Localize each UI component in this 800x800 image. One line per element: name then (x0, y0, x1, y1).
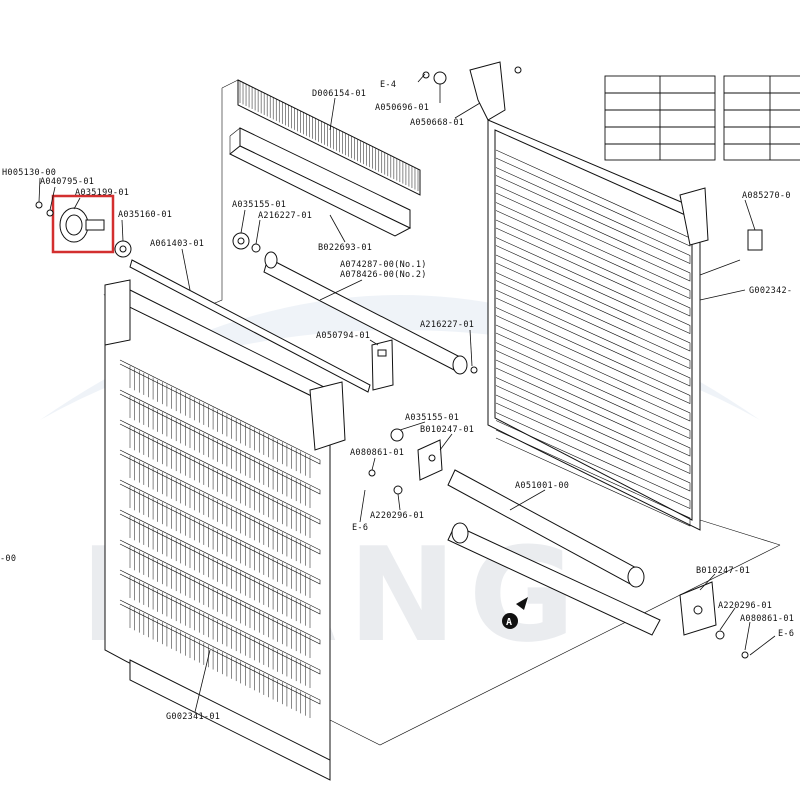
marker-a: A (502, 597, 528, 629)
label-a061403: A061403-01 (150, 239, 204, 249)
frame-slat (495, 289, 691, 387)
label-e6-right: E-6 (778, 629, 794, 639)
label-e6-mid: E-6 (352, 523, 368, 533)
bracket-a050794 (371, 339, 394, 391)
top-grill-d006154 (237, 79, 421, 196)
label-a078426: A078426-00(No.2) (340, 270, 427, 280)
label-a216227-right: A216227-01 (420, 320, 474, 330)
label-g002341: G002341-01 (166, 712, 220, 722)
label-g002342: G002342- (749, 286, 792, 296)
shaft-a061403 (129, 259, 371, 393)
leader-lines (38, 73, 776, 713)
front-frame-g002341 (103, 279, 346, 781)
frame-slat (495, 394, 691, 492)
frame-slat (495, 412, 691, 509)
label-a035155-top: A035155-01 (232, 200, 286, 210)
label-b010247-right: B010247-01 (696, 566, 750, 576)
grill-rail (119, 419, 321, 525)
grill-rail (119, 479, 321, 585)
label-left-cut: -00 (0, 554, 16, 564)
label-a074287: A074287-00(No.1) (340, 260, 427, 270)
frame-slat (495, 324, 691, 422)
label-h005130: H005130-00 (2, 168, 56, 178)
roller-a074287 (251, 243, 478, 375)
frame-slat (495, 342, 691, 439)
frame-slat (495, 237, 691, 334)
label-a080861-right: A080861-01 (740, 614, 794, 624)
label-a050794: A050794-01 (316, 331, 370, 341)
reference-table-right (723, 75, 800, 161)
plate-b010247-mid (417, 439, 443, 481)
label-a050668: A050668-01 (410, 118, 464, 128)
grill-rail (119, 359, 321, 465)
plate-b010247-right (679, 581, 717, 636)
label-b010247-mid: B010247-01 (420, 425, 474, 435)
label-a035155-mid: A035155-01 (405, 413, 459, 423)
label-a216227-top: A216227-01 (258, 211, 312, 221)
label-b022693: B022693-01 (318, 243, 372, 253)
duct-b022693 (229, 127, 412, 237)
grill-rail (119, 449, 321, 555)
fasteners (368, 66, 763, 659)
label-a051001: A051001-00 (515, 481, 569, 491)
frame-slat (495, 219, 691, 317)
label-a035199: A035199-01 (75, 188, 129, 198)
label-a085270: A085270-0 (742, 191, 791, 201)
highlighted-gear-assembly (35, 194, 132, 258)
grill-rail (119, 539, 321, 645)
label-e4: E-4 (380, 80, 396, 90)
label-a050696: A050696-01 (375, 103, 429, 113)
marker-a-label: A (506, 617, 512, 628)
label-a220296-right: A220296-01 (718, 601, 772, 611)
grill-rail (119, 509, 321, 615)
part-labels: H005130-00 A040795-01 A035199-01 A035160… (0, 80, 794, 722)
label-a035160: A035160-01 (118, 210, 172, 220)
grill-rail (119, 389, 321, 495)
frame-slat (495, 202, 691, 299)
label-a040795: A040795-01 (40, 177, 94, 187)
frame-slat (495, 359, 691, 457)
grill-rail (119, 569, 321, 675)
grill-rail (119, 599, 321, 705)
gear-a035155-top (232, 232, 250, 250)
reference-table-left (604, 75, 716, 161)
roller-a051001 (447, 469, 661, 636)
frame-slat (495, 307, 691, 404)
right-frame-g002342 (469, 61, 709, 531)
label-d006154: D006154-01 (312, 89, 366, 99)
frame-slat (495, 184, 691, 282)
frame-slat (495, 377, 691, 474)
label-a220296-mid: A220296-01 (370, 511, 424, 521)
label-a080861-mid: A080861-01 (350, 448, 404, 458)
frame-slat (495, 272, 691, 369)
frame-slat (495, 254, 691, 352)
frame-slat (495, 429, 691, 527)
frame-slat (495, 167, 691, 264)
